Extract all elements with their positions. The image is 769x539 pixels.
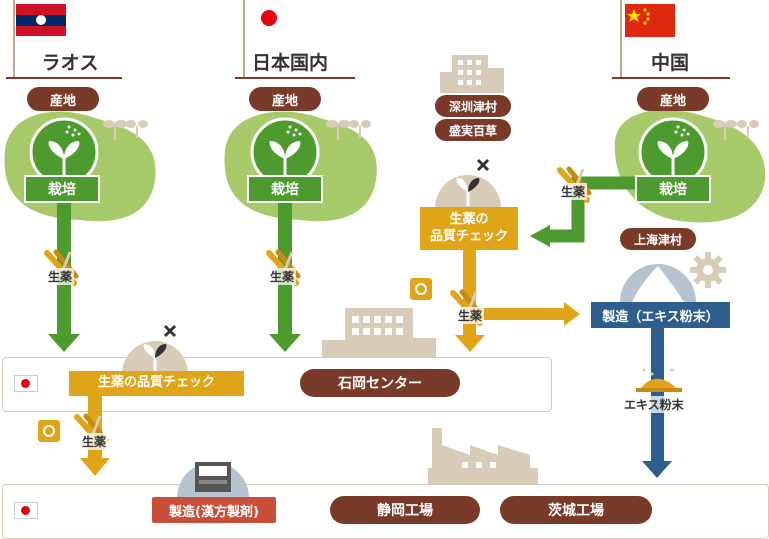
japan-cultivation-box: 栽培 — [247, 175, 323, 203]
shenzhen-partner-badge: 盛実百草 — [435, 119, 511, 141]
quality-check-icon — [122, 323, 188, 374]
japan-quality-check-box: 生薬の品質チェック — [69, 371, 244, 396]
sprout-decoration — [103, 120, 759, 140]
laos-title: ラオス — [41, 52, 99, 74]
shanghai-manufacture-box: 製造（エキス粉末） — [591, 302, 730, 328]
laos-herb-label: 生薬 — [46, 268, 75, 285]
china-origin-badge: 産地 — [637, 87, 709, 111]
shanghai-flow-arrow — [651, 328, 664, 463]
shenzhen-village-badge: 深圳津村 — [435, 95, 511, 117]
shenzhen-quality-check-label: 生薬の 品質チェック — [429, 211, 508, 244]
japan-title-rule — [235, 77, 355, 79]
inspection-target-icon — [38, 420, 60, 442]
japan-title: 日本国内 — [251, 52, 328, 74]
quality-check-icon — [435, 157, 501, 208]
ishioka-center-badge: 石岡センター — [300, 369, 460, 397]
japan-flag-icon — [14, 502, 38, 519]
china-herb-label: 生薬 — [559, 183, 588, 200]
factory-icon — [428, 428, 538, 486]
china-seedling-icon — [638, 117, 708, 187]
gear-icon — [690, 252, 726, 288]
manufacture-machine-icon — [177, 462, 249, 498]
japan-flag-icon — [14, 375, 38, 392]
japan-origin-badge: 産地 — [249, 87, 321, 111]
laos-origin-badge: 産地 — [27, 87, 99, 111]
extract-powder-label: エキス粉末 — [622, 396, 686, 413]
china-title: 中国 — [650, 52, 689, 74]
shanghai-village-badge: 上海津村 — [620, 228, 696, 250]
japan-flag-header-icon — [243, 0, 290, 78]
shenzhen-quality-check-box: 生薬の 品質チェック — [420, 207, 518, 250]
powder-pile-icon — [636, 368, 682, 392]
china-to-shenzhen-arrow — [548, 176, 640, 243]
shizuoka-factory-badge: 静岡工場 — [330, 496, 480, 524]
shenzhen-herb-label: 生薬 — [456, 307, 485, 324]
ibaraki-factory-badge: 茨城工場 — [500, 496, 652, 524]
shenzhen-to-shanghai-arrow — [476, 308, 566, 320]
japan-seedling-icon — [250, 117, 320, 187]
extract-powder-icon — [620, 264, 696, 302]
manufacture-kampo-box: 製造(漢方製剤) — [152, 497, 276, 523]
laos-title-rule — [6, 77, 122, 79]
inspection-target-icon — [410, 278, 432, 300]
china-flag-icon — [620, 0, 675, 78]
china-title-rule — [612, 77, 730, 79]
japan-band-herb-label: 生薬 — [80, 433, 109, 450]
laos-cultivation-box: 栽培 — [24, 175, 100, 203]
china-cultivation-box: 栽培 — [635, 175, 711, 203]
laos-flag-icon — [13, 0, 66, 78]
japan-herb-label: 生薬 — [268, 268, 297, 285]
